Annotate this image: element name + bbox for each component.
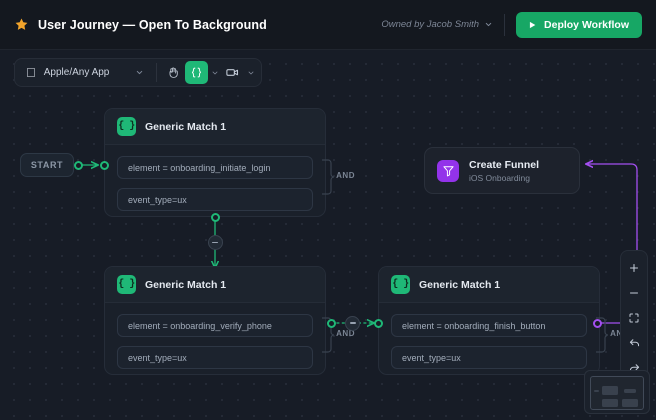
minimap-viewport[interactable] (590, 376, 644, 410)
fit-view-button[interactable] (621, 305, 647, 330)
braces-icon: { } (117, 117, 136, 136)
play-icon (529, 21, 536, 28)
and-operator-label: AND (610, 329, 629, 338)
match-node-1-title: Generic Match 1 (145, 120, 227, 133)
match-node-1-output-port[interactable] (210, 212, 220, 222)
chevron-down-icon (212, 71, 217, 74)
code-tool-chevron[interactable] (208, 61, 221, 84)
app-selector[interactable]:  Apple/Any App (19, 61, 151, 84)
and-operator-label: AND (336, 171, 355, 180)
minus-icon (212, 241, 218, 244)
hand-icon (169, 67, 178, 78)
minimap-node (602, 399, 618, 407)
header-right: Owned by Jacob Smith Deploy Workflow (381, 11, 642, 38)
match-node-3-output-port[interactable] (592, 318, 602, 328)
apple-logo-icon:  (26, 66, 36, 79)
condition-row[interactable]: element = onboarding_verify_phone (117, 314, 313, 337)
braces-icon: { } (117, 275, 136, 294)
start-node-output-port[interactable] (74, 160, 83, 170)
braces-icon (191, 67, 202, 78)
zoom-in-button[interactable] (621, 255, 647, 280)
deploy-button-label: Deploy Workflow (544, 18, 629, 31)
video-tool-button[interactable] (221, 61, 244, 84)
chevron-down-icon (485, 22, 492, 27)
and-operator-label: AND (336, 329, 355, 338)
chevron-down-icon (136, 70, 143, 75)
funnel-icon (437, 159, 459, 182)
owner-selector[interactable]: Owned by Jacob Smith (381, 19, 493, 30)
star-icon (15, 18, 28, 30)
fit-screen-icon (629, 313, 639, 322)
video-camera-icon (226, 69, 239, 76)
match-node-2[interactable]: { } Generic Match 1 element = onboarding… (104, 266, 355, 375)
minus-icon (349, 322, 356, 324)
minimap-node (602, 386, 618, 395)
and-operator-group: AND (595, 315, 629, 357)
match-node-2-header: { } Generic Match 1 (105, 267, 325, 303)
edge-collapse-button-2[interactable] (345, 315, 360, 331)
minimap[interactable] (584, 370, 650, 414)
match-node-3-title: Generic Match 1 (419, 278, 501, 291)
header-left: User Journey — Open To Background (14, 17, 267, 32)
toolbar-divider (156, 63, 157, 82)
condition-row[interactable]: element = onboarding_initiate_login (117, 156, 313, 179)
and-bracket-icon (596, 317, 609, 353)
match-node-3-body: element = onboarding_finish_button event… (379, 303, 629, 381)
condition-row[interactable]: element = onboarding_finish_button (391, 314, 587, 337)
plus-icon (629, 263, 639, 272)
match-node-2-output-port[interactable] (326, 318, 336, 328)
zoom-out-button[interactable] (621, 280, 647, 305)
braces-icon: { } (391, 275, 410, 294)
create-funnel-subtitle: iOS Onboarding (469, 172, 530, 183)
minus-icon (629, 291, 639, 294)
page-title: User Journey — Open To Background (38, 17, 267, 32)
canvas-toolbar:  Apple/Any App (14, 58, 262, 87)
match-node-1[interactable]: { } Generic Match 1 element = onboarding… (104, 108, 355, 217)
deploy-workflow-button[interactable]: Deploy Workflow (516, 11, 642, 38)
video-tool-chevron[interactable] (244, 61, 257, 84)
undo-arrow-icon (629, 339, 639, 347)
create-funnel-node[interactable]: Create Funnel iOS Onboarding (424, 147, 580, 194)
match-node-3-input-port[interactable] (373, 318, 383, 328)
and-bracket-icon (322, 159, 335, 195)
minimap-node (624, 389, 636, 393)
app-selector-label: Apple/Any App (34, 67, 110, 78)
code-tool-button[interactable] (185, 61, 208, 84)
match-node-2-title: Generic Match 1 (145, 278, 227, 291)
chevron-down-icon (248, 71, 253, 74)
start-node[interactable]: START (20, 153, 74, 177)
match-node-1-header: { } Generic Match 1 (105, 109, 325, 145)
edge-collapse-button-1[interactable] (207, 235, 223, 250)
owner-label: Owned by Jacob Smith (381, 19, 480, 30)
funnel-glyph (442, 166, 454, 177)
and-operator-group: AND (321, 157, 355, 199)
condition-row[interactable]: event_type=ux (117, 346, 313, 369)
condition-row[interactable]: event_type=ux (391, 346, 587, 369)
app-header: User Journey — Open To Background Owned … (0, 0, 656, 50)
match-node-3[interactable]: { } Generic Match 1 element = onboarding… (378, 266, 629, 375)
header-divider (504, 13, 506, 36)
match-node-1-input-port[interactable] (99, 160, 109, 170)
minimap-node (594, 390, 599, 392)
match-node-1-body: element = onboarding_initiate_login even… (105, 145, 355, 223)
create-funnel-title: Create Funnel (469, 158, 540, 171)
match-node-2-body: element = onboarding_verify_phone event_… (105, 303, 355, 381)
match-node-3-header: { } Generic Match 1 (379, 267, 599, 303)
undo-button[interactable] (621, 330, 647, 355)
create-funnel-text: Create Funnel iOS Onboarding (469, 159, 539, 183)
hand-tool-button[interactable] (162, 61, 185, 84)
condition-row[interactable]: event_type=ux (117, 188, 313, 211)
minimap-node (622, 399, 638, 407)
workflow-canvas[interactable]:  Apple/Any App (0, 50, 656, 420)
zoom-controls-panel (620, 250, 648, 385)
